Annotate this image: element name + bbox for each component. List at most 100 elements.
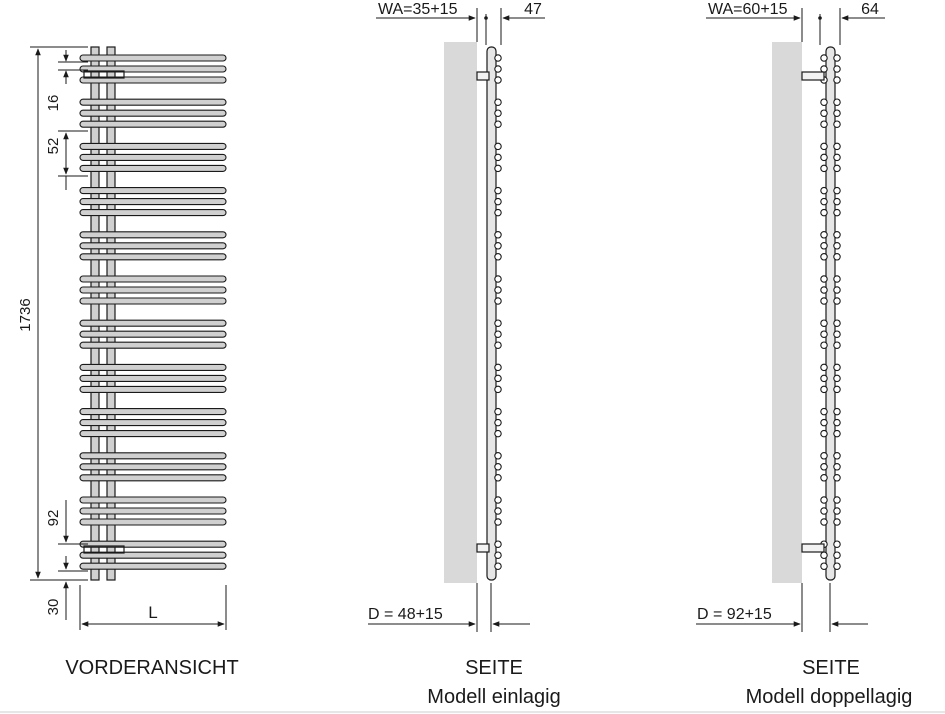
front-valve-top — [83, 70, 125, 79]
double-dim-dot — [818, 16, 822, 20]
dim-30-label: 30 — [45, 599, 62, 616]
front-bar — [79, 419, 227, 427]
tube-cross-section — [494, 286, 502, 294]
tube-cross-section — [820, 562, 828, 570]
double-wa-label: WA=60+15 — [708, 1, 788, 18]
tube-cross-section — [833, 518, 841, 526]
single-bar-sections — [494, 54, 502, 570]
tube-cross-section — [820, 186, 828, 195]
front-bar — [79, 164, 227, 172]
tube-cross-section — [494, 385, 502, 394]
double-caption-line2: Modell doppellagig — [745, 686, 913, 708]
side-view-single: WA=35+15 47 D = 48+15 — [368, 1, 545, 632]
front-view: 1736 16 52 92 30 L — [17, 46, 227, 630]
double-caption-line1: SEITE — [802, 657, 860, 679]
front-bar — [79, 496, 227, 504]
front-bar — [79, 551, 227, 559]
tube-cross-section — [494, 297, 502, 305]
front-bar — [79, 142, 227, 150]
tube-cross-section — [820, 330, 828, 338]
tube-cross-section — [820, 231, 828, 239]
front-bar — [79, 341, 227, 349]
tube-cross-section — [820, 120, 828, 128]
tube-cross-section — [833, 76, 841, 84]
tube-cross-section — [494, 120, 502, 128]
front-left-collector — [90, 46, 100, 581]
front-bar — [79, 518, 227, 526]
front-bar — [79, 187, 227, 195]
tube-cross-section — [833, 153, 841, 162]
front-bar — [79, 374, 227, 382]
tube-cross-section — [820, 197, 828, 206]
front-bar — [79, 231, 227, 239]
tube-cross-section — [833, 242, 841, 250]
tube-cross-section — [494, 54, 502, 62]
tube-cross-section — [833, 463, 841, 471]
front-bar — [79, 109, 227, 117]
tube-cross-section — [494, 319, 502, 327]
tube-cross-section — [833, 54, 841, 62]
tube-cross-section — [494, 540, 502, 548]
double-bar-sections — [820, 54, 841, 570]
tube-cross-section — [494, 341, 502, 349]
front-bar — [79, 319, 227, 327]
tube-cross-section — [494, 153, 502, 162]
front-bar — [79, 452, 227, 460]
wall-single — [444, 42, 477, 583]
front-bar — [79, 408, 227, 416]
tube-cross-section — [494, 551, 502, 559]
tube-cross-section — [494, 407, 502, 416]
tube-cross-section — [494, 363, 502, 372]
tube-cross-section — [833, 286, 841, 294]
tube-cross-section — [494, 242, 502, 250]
tube-cross-section — [833, 496, 841, 504]
dim-92-label: 92 — [45, 510, 62, 527]
tube-cross-section — [820, 341, 828, 349]
front-bar — [79, 385, 227, 393]
tube-cross-section — [820, 109, 828, 117]
tube-cross-section — [833, 374, 841, 383]
front-bar — [79, 286, 227, 294]
front-bar — [79, 98, 227, 106]
single-bracket-bottom — [476, 543, 490, 553]
front-bar — [79, 209, 227, 217]
double-bracket-bottom — [801, 543, 825, 553]
side-view-double: WA=60+15 64 D = 92+15 — [696, 1, 885, 632]
tube-cross-section — [494, 418, 502, 427]
front-bar — [79, 54, 227, 62]
tube-cross-section — [494, 231, 502, 239]
tube-cross-section — [833, 540, 841, 548]
front-bar — [79, 297, 227, 305]
tube-cross-section — [833, 109, 841, 117]
single-wa-label: WA=35+15 — [378, 1, 458, 18]
tube-cross-section — [833, 253, 841, 261]
tube-cross-section — [833, 98, 841, 106]
tube-cross-section — [494, 562, 502, 570]
tube-cross-section — [833, 297, 841, 305]
tube-cross-section — [494, 429, 502, 438]
tube-cross-section — [820, 463, 828, 471]
double-64-label: 64 — [861, 1, 879, 18]
tube-cross-section — [820, 208, 828, 217]
tube-cross-section — [833, 142, 841, 151]
tube-cross-section — [494, 197, 502, 206]
double-d-label: D = 92+15 — [697, 606, 772, 623]
tube-cross-section — [494, 164, 502, 173]
front-bar — [79, 463, 227, 471]
tube-cross-section — [820, 253, 828, 261]
tube-cross-section — [494, 109, 502, 117]
tube-cross-section — [833, 330, 841, 338]
height-dimension-label: 1736 — [17, 298, 34, 331]
tube-cross-section — [833, 385, 841, 394]
tube-cross-section — [820, 286, 828, 294]
single-caption-line1: SEITE — [465, 657, 523, 679]
tube-cross-section — [833, 551, 841, 559]
front-valve-bottom — [83, 545, 125, 554]
tube-cross-section — [833, 507, 841, 515]
tube-cross-section — [820, 153, 828, 162]
single-d-label: D = 48+15 — [368, 606, 443, 623]
tube-cross-section — [494, 507, 502, 515]
tube-cross-section — [833, 186, 841, 195]
tube-cross-section — [820, 385, 828, 394]
